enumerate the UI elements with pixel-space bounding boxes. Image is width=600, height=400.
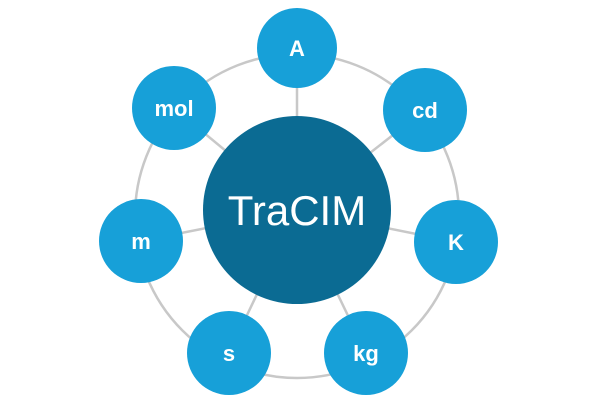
node-a-circle	[257, 8, 337, 88]
node-s: s	[187, 311, 271, 395]
node-a-label: A	[289, 36, 305, 61]
node-cd-circle	[383, 68, 467, 152]
node-s-label: s	[223, 341, 235, 366]
node-mol-label: mol	[154, 96, 193, 121]
node-k-circle	[414, 200, 498, 284]
node-m: m	[99, 199, 183, 283]
node-kg-label: kg	[353, 341, 379, 366]
center-hub: TraCIM	[203, 116, 391, 304]
node-kg: kg	[324, 311, 408, 395]
node-s-circle	[187, 311, 271, 395]
node-kg-circle	[324, 311, 408, 395]
node-mol-circle	[132, 66, 216, 150]
node-mol: mol	[132, 66, 216, 150]
node-m-circle	[99, 199, 183, 283]
node-k-label: K	[448, 230, 464, 255]
node-cd: cd	[383, 68, 467, 152]
center-circle	[203, 116, 391, 304]
node-a: A	[257, 8, 337, 88]
node-m-label: m	[131, 229, 151, 254]
node-k: K	[414, 200, 498, 284]
center-label: TraCIM	[228, 187, 366, 234]
node-cd-label: cd	[412, 98, 438, 123]
